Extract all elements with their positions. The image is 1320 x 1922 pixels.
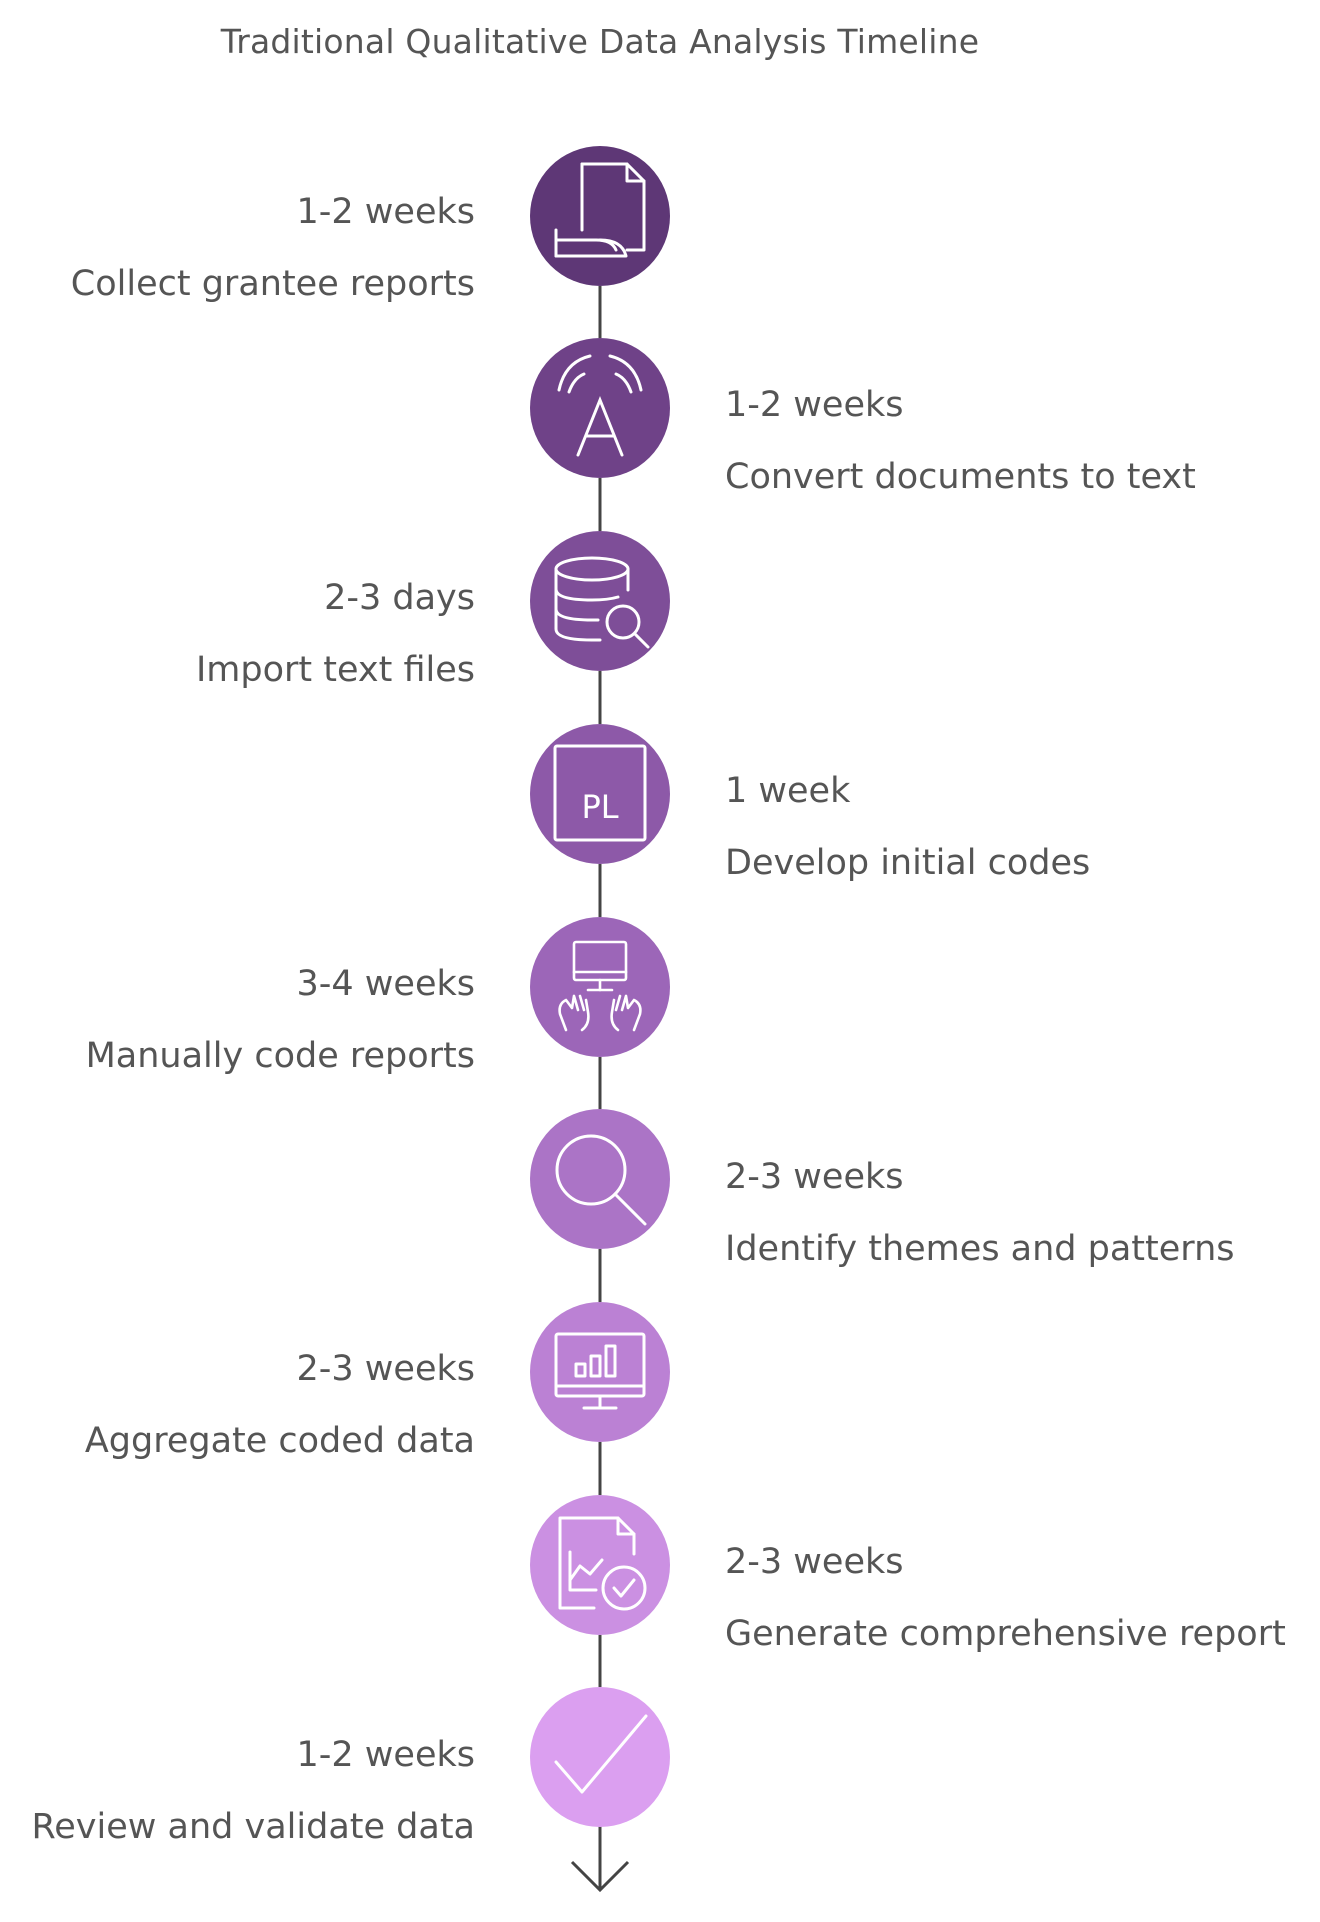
step-5-duration: 3-4 weeks: [296, 964, 476, 1004]
step-4-text: 1 week Develop initial codes: [725, 769, 1245, 885]
step-2-label: Convert documents to text: [725, 457, 1196, 497]
diagram-title: Traditional Qualitative Data Analysis Ti…: [220, 22, 980, 61]
svg-text:PL: PL: [581, 788, 618, 826]
step-5-text: 3-4 weeks Manually code reports: [0, 962, 475, 1078]
step-3-duration: 2-3 days: [324, 578, 475, 618]
step-7-duration: 2-3 weeks: [296, 1349, 476, 1389]
step-6-text: 2-3 weeks Identify themes and patterns: [725, 1155, 1245, 1271]
step-4-node: PL: [530, 724, 670, 864]
step-8-label: Generate comprehensive report: [725, 1614, 1286, 1654]
step-6-duration: 2-3 weeks: [725, 1157, 904, 1197]
step-1-label: Collect grantee reports: [70, 264, 475, 304]
text-recognition-icon: [557, 354, 643, 457]
database-search-icon: [554, 556, 650, 649]
step-6-label: Identify themes and patterns: [725, 1229, 1235, 1269]
step-8-text: 2-3 weeks Generate comprehensive report: [725, 1540, 1286, 1656]
step-1-node: [530, 146, 670, 286]
step-3-node: [530, 531, 670, 671]
step-9-node: [530, 1687, 670, 1827]
step-8-duration: 2-3 weeks: [725, 1542, 904, 1582]
step-9-label: Review and validate data: [31, 1807, 475, 1847]
code-file-icon: PL: [553, 744, 647, 842]
step-2-text: 1-2 weeks Convert documents to text: [725, 383, 1245, 499]
report-check-icon: [558, 1516, 647, 1611]
document-hand-icon: [554, 162, 646, 258]
step-4-duration: 1 week: [725, 771, 851, 811]
step-3-text: 2-3 days Import text files: [0, 576, 475, 692]
step-3-label: Import text files: [195, 650, 475, 690]
timeline-end-arrow: [570, 1822, 630, 1893]
step-4-label: Develop initial codes: [725, 843, 1091, 883]
magnifier-icon: [555, 1134, 647, 1226]
step-2-node: [530, 338, 670, 478]
step-9-duration: 1-2 weeks: [296, 1735, 476, 1775]
step-1-text: 1-2 weeks Collect grantee reports: [0, 190, 475, 306]
step-7-label: Aggregate coded data: [84, 1421, 475, 1461]
step-5-label: Manually code reports: [85, 1036, 475, 1076]
checkmark-icon: [554, 1714, 648, 1794]
step-7-node: [530, 1302, 670, 1442]
step-1-duration: 1-2 weeks: [296, 192, 476, 232]
monitor-bar-chart-icon: [554, 1332, 646, 1410]
step-7-text: 2-3 weeks Aggregate coded data: [0, 1347, 475, 1463]
step-9-text: 1-2 weeks Review and validate data: [0, 1733, 475, 1849]
step-5-node: [530, 917, 670, 1057]
computer-typing-icon: [558, 940, 642, 1032]
step-8-node: [530, 1495, 670, 1635]
step-2-duration: 1-2 weeks: [725, 385, 904, 425]
step-6-node: [530, 1109, 670, 1249]
